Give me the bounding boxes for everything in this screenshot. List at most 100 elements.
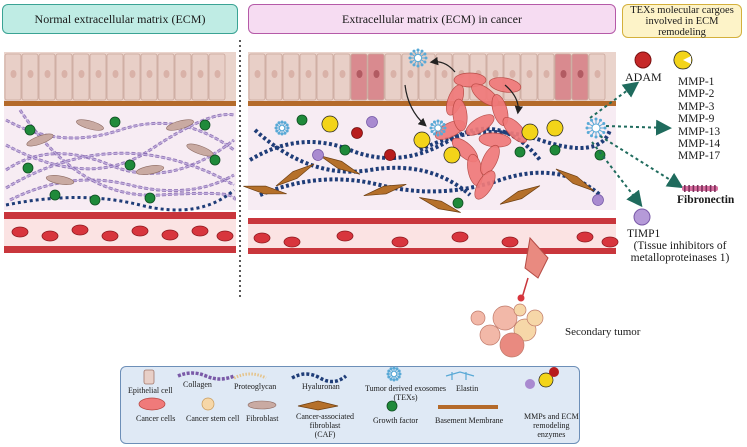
red-blood-cell [336, 230, 354, 242]
caf-cell [555, 168, 595, 192]
fibroblast [26, 133, 54, 147]
cancer-blood-vessel [248, 218, 619, 254]
cancer-cell [453, 72, 487, 88]
arrow-to-mmps [605, 119, 672, 136]
collagen-fiber-core [5, 152, 235, 189]
metastatic-cell [492, 305, 518, 331]
cell-nucleus [254, 70, 261, 78]
collagen-fiber-core [5, 139, 235, 174]
fibronectin-icon [682, 185, 718, 192]
cell-nucleus [78, 70, 85, 78]
mmp-enzyme [546, 119, 564, 137]
legend-basement-membrane-icon [438, 405, 498, 409]
arrow-to-timp1 [591, 141, 643, 208]
hyaluronan-chain [248, 126, 542, 162]
metastatic-cell [499, 332, 525, 358]
fibronectin-band [696, 185, 699, 192]
tumor-mass [435, 72, 528, 200]
cell-nucleus [543, 70, 550, 78]
growth-factor [22, 162, 34, 174]
legend-stem-cell-icon [201, 397, 215, 411]
cancer-mmps [312, 115, 604, 206]
fibronectin-band [709, 185, 712, 192]
cell-nucleus [163, 70, 170, 78]
hyaluronan-chain [259, 170, 602, 197]
legend-growth-factor-icon [386, 400, 398, 412]
mmp-enzyme [521, 123, 539, 141]
normal-collagen-fibers [5, 109, 236, 212]
cell-nucleus [407, 70, 414, 78]
tex-exosome [408, 48, 428, 68]
red-blood-cell [11, 226, 29, 238]
legend-mmps-line1: MMPs and ECM [524, 412, 579, 421]
caf-cell [419, 197, 461, 213]
metastatic-cell [526, 309, 544, 327]
growth-factor [24, 124, 36, 136]
legend-mmps: MMPs and ECM remodeling enzymes [524, 412, 579, 439]
secondary-tumor-label: Secondary tumor [565, 326, 641, 338]
legend-hyaluronan: Hyaluronan [302, 382, 340, 391]
mmp-list: MMP-1 MMP-2 MMP-3 MMP-9 MMP-13 MMP-14 MM… [678, 76, 720, 163]
growth-factor [514, 146, 526, 158]
cancer-cell [474, 170, 496, 200]
cell-nucleus [61, 70, 68, 78]
red-blood-cell [131, 225, 149, 237]
timp1-description: (Tissue inhibitors of metalloproteinases… [620, 240, 740, 264]
legend-basement-membrane: Basement Membrane [435, 416, 504, 425]
growth-factor [109, 116, 121, 128]
growth-factor [199, 119, 211, 131]
mmp-item: MMP-17 [678, 150, 721, 163]
cell-nucleus [322, 70, 329, 78]
tex-exosome [429, 119, 447, 137]
growth-factor [144, 192, 156, 204]
tex-cargo-title: TEXs molecular cargoes involved in ECM r… [622, 4, 742, 38]
timp1-icon [633, 208, 651, 226]
tex-exosome [585, 117, 607, 139]
legend-collagen-icon [177, 371, 235, 381]
cell-nucleus [424, 70, 431, 78]
timp1-label: TIMP1 [627, 228, 661, 240]
cancer-growth-factors [296, 114, 606, 209]
fibronectin-band [705, 185, 708, 192]
growth-factor [549, 144, 561, 156]
legend-collagen: Collagen [183, 380, 212, 389]
growth-factor [339, 144, 351, 156]
legend-tex-line1: Tumor derived exosomes [365, 384, 447, 393]
mmp-enzyme [413, 131, 431, 149]
growth-factor [124, 159, 136, 171]
mmp-enzyme [443, 146, 461, 164]
cell-nucleus [577, 70, 584, 78]
fibronectin-band [701, 185, 703, 192]
cell-nucleus [95, 70, 102, 78]
fibronectin-band [684, 185, 686, 192]
metastatic-cell [513, 303, 527, 317]
legend-box [120, 366, 580, 444]
growth-factor [594, 149, 606, 161]
cell-nucleus [44, 70, 51, 78]
red-blood-cell [576, 231, 594, 243]
normal-blood-vessel [4, 212, 236, 253]
timp-molecule [312, 149, 324, 161]
mmp-item: MMP-3 [678, 100, 715, 113]
legend-hyaluronan-icon [291, 372, 348, 384]
hyaluronan-chain [419, 129, 612, 152]
collagen-fiber-core [9, 174, 235, 201]
cell-nucleus [373, 70, 380, 78]
legend-caf: Cancer-associated fibroblast (CAF) [296, 412, 354, 439]
caf-cell [319, 155, 361, 175]
cell-nucleus [180, 70, 187, 78]
red-blood-cell [451, 231, 469, 243]
red-blood-cell [391, 236, 409, 248]
legend-mmp-purple-icon [525, 379, 535, 389]
cargo-exosome [585, 117, 607, 139]
caf-cell [243, 185, 287, 195]
ecm-remodel-arrow [504, 84, 524, 115]
cell-nucleus [390, 70, 397, 78]
mmp-item: MMP-2 [678, 88, 715, 101]
cancer-hyaluronan-chains [248, 126, 612, 197]
tex-uptake-arrow [404, 84, 427, 127]
arrow-to-fibronectin [599, 135, 684, 189]
legend-cancer-stem-cell: Cancer stem cell [186, 414, 240, 423]
red-blood-cell [283, 236, 301, 248]
